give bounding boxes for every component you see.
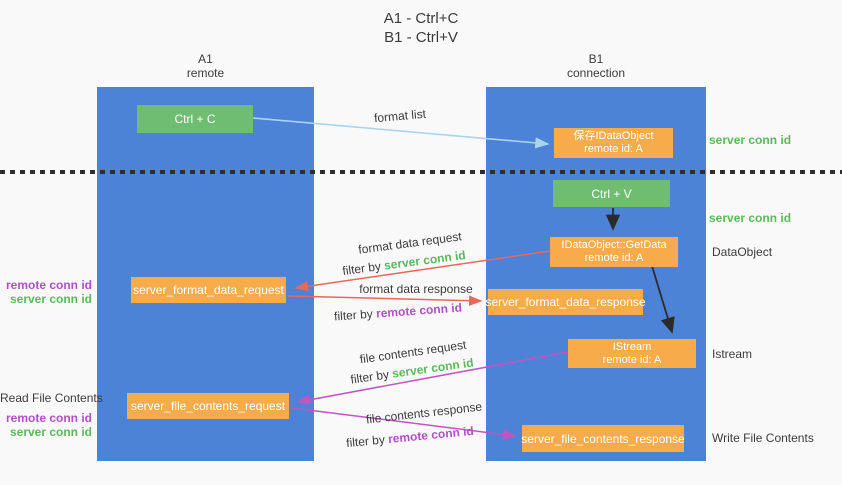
- ctrl-v-label: Ctrl + V: [591, 186, 632, 201]
- server-conn-id-right-mid: server conn id: [709, 211, 792, 225]
- title-line-2: B1 - Ctrl+V: [384, 29, 458, 46]
- server-conn-id-left-bottom: server conn id: [9, 425, 92, 439]
- filter-by-text: filter by: [345, 432, 389, 451]
- server-format-data-request-box: server_format_data_request: [131, 277, 286, 303]
- istream-side-label: Istream: [712, 347, 753, 361]
- file-contents-response-label: file contents response: [365, 399, 483, 427]
- server-conn-id-left-top: server conn id: [9, 292, 92, 306]
- filter-by-remote-conn-id-label-2: filter by remote conn id: [346, 424, 475, 450]
- remote-conn-id-left-bottom: remote conn id: [5, 411, 92, 425]
- server-format-data-request-label: server_format_data_request: [133, 283, 284, 297]
- server-file-contents-request-label: server_file_contents_request: [130, 399, 286, 413]
- title-line-1: A1 - Ctrl+C: [383, 10, 459, 27]
- ctrl-v-box: Ctrl + V: [553, 180, 670, 207]
- ctrl-c-box: Ctrl + C: [137, 105, 253, 133]
- server-format-data-response-box: server_format_data_response: [485, 289, 646, 315]
- right-column-name: B1: [588, 52, 604, 66]
- right-column-role: connection: [566, 66, 626, 80]
- server-conn-id-right-top: server conn id: [709, 133, 792, 147]
- server-file-contents-response-box: server_file_contents_response: [521, 425, 685, 452]
- getdata-line2: remote id: A: [584, 252, 644, 264]
- remote-conn-id-left-top: remote conn id: [5, 278, 92, 292]
- istream-box: IStream remote id: A: [568, 339, 696, 368]
- getdata-line1: IDataObject::GetData: [561, 239, 667, 251]
- left-column-name: A1: [198, 52, 213, 66]
- left-column-header: A1 remote: [97, 52, 314, 80]
- format-data-response-label: format data response: [359, 282, 473, 296]
- filter-by-text: filter by: [341, 258, 386, 279]
- left-column-role: remote: [186, 66, 225, 80]
- ctrl-c-label: Ctrl + C: [174, 112, 216, 126]
- diagram-title: A1 - Ctrl+C B1 - Ctrl+V: [0, 9, 842, 47]
- remote-conn-id-text: remote conn id: [387, 423, 475, 447]
- istream-line2: remote id: A: [602, 353, 662, 366]
- dotted-separator-line: [0, 170, 842, 174]
- server-file-contents-request-box: server_file_contents_request: [127, 393, 289, 419]
- filter-by-remote-conn-id-label-1: filter by remote conn id: [334, 301, 463, 324]
- read-file-contents-label: Read File Contents: [0, 391, 103, 405]
- dataobject-label: DataObject: [712, 245, 773, 259]
- istream-line1: IStream: [612, 340, 652, 353]
- server-format-data-response-label: server_format_data_response: [485, 295, 646, 309]
- server-file-contents-response-label: server_file_contents_response: [521, 431, 685, 446]
- format-list-label: format list: [373, 106, 427, 126]
- save-idataobject-line2: remote id: A: [584, 143, 643, 155]
- right-column-header: B1 connection: [486, 52, 706, 80]
- remote-conn-id-text: remote conn id: [375, 300, 463, 321]
- save-idataobject-box: 保存IDataObject remote id: A: [554, 128, 673, 158]
- filter-by-text: filter by: [349, 366, 394, 387]
- save-idataobject-line1: 保存IDataObject: [573, 130, 654, 142]
- write-file-contents-label: Write File Contents: [712, 431, 814, 445]
- idataobject-getdata-box: IDataObject::GetData remote id: A: [550, 237, 678, 267]
- filter-by-text: filter by: [333, 306, 377, 324]
